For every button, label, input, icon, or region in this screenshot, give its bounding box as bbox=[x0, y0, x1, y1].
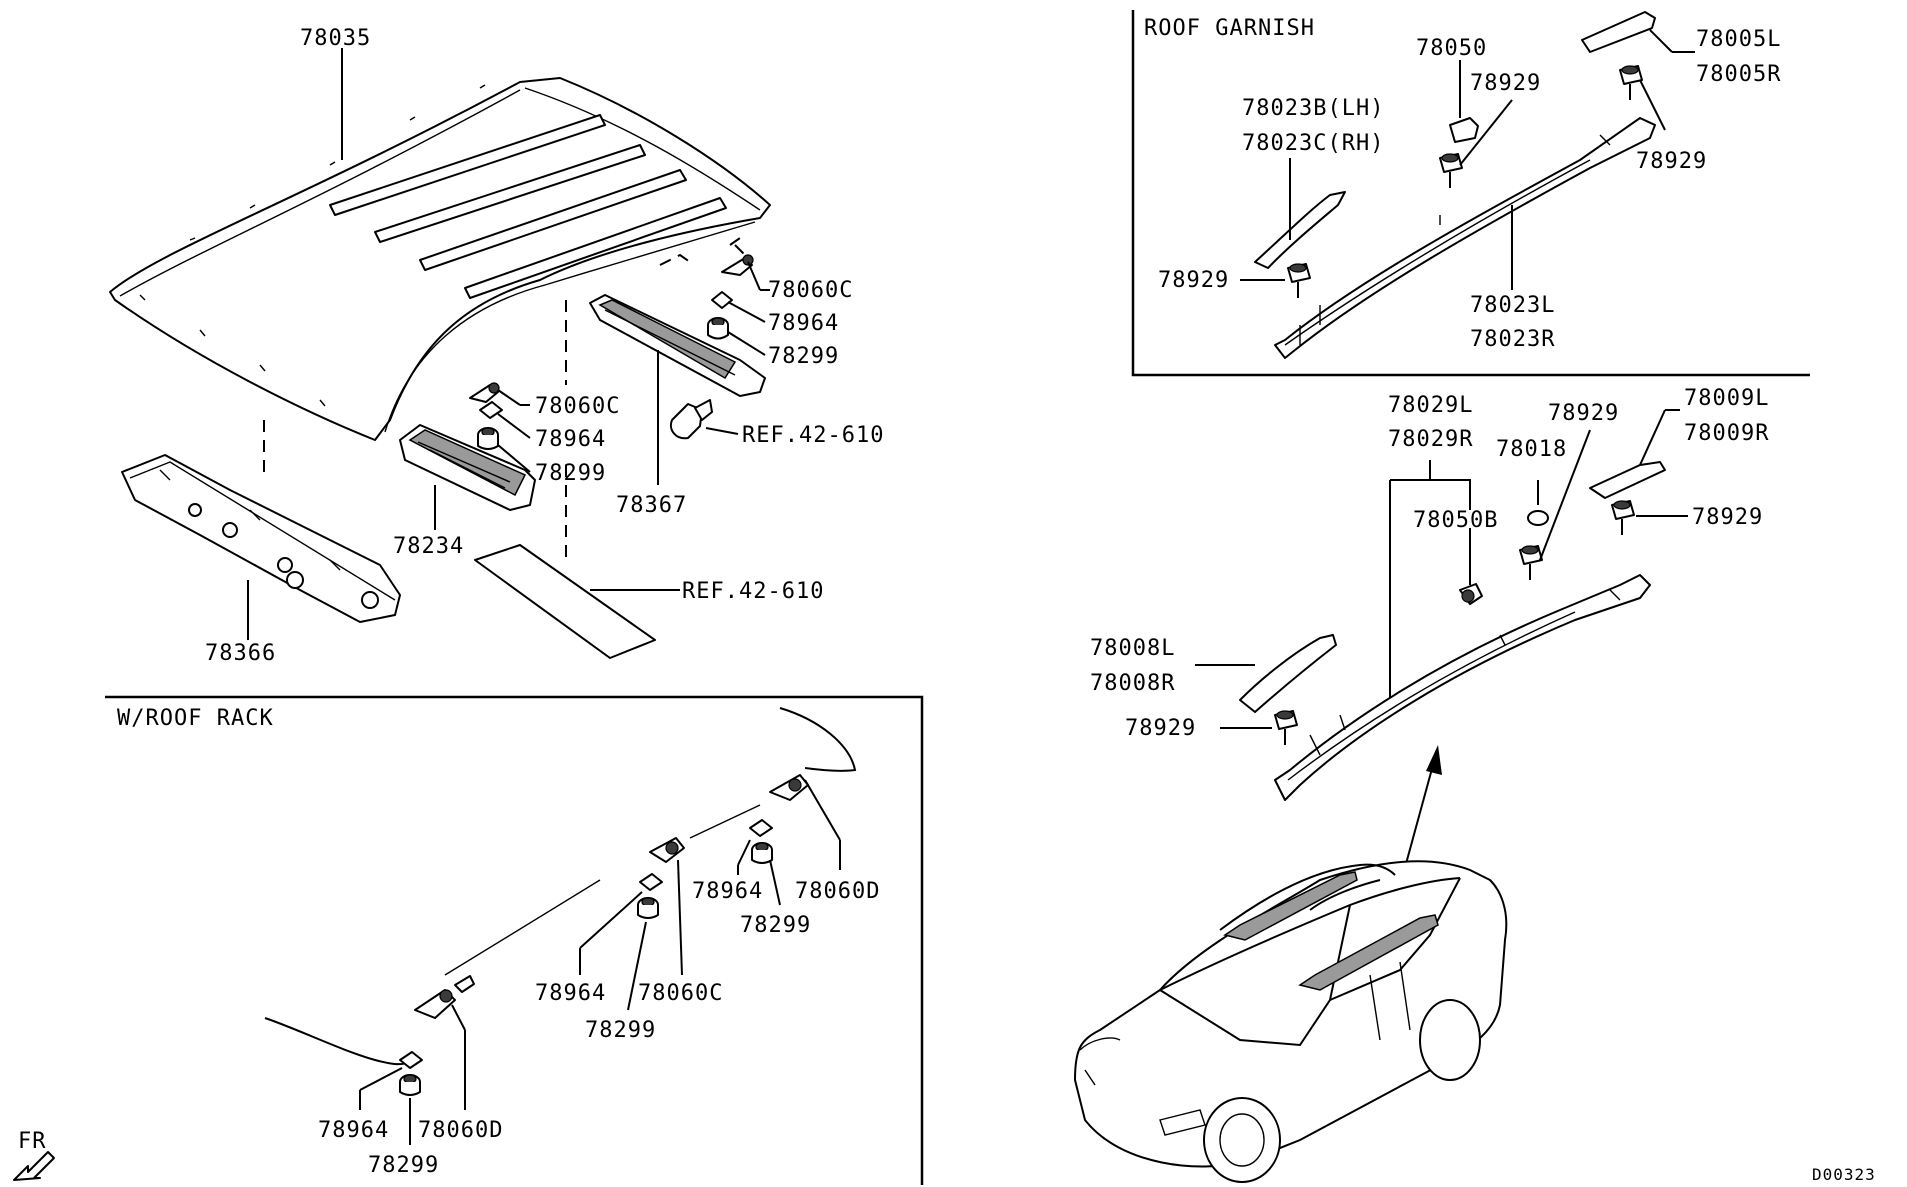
label-78929-garnish-b: 78929 bbox=[1636, 149, 1707, 174]
label-78008r: 78008R bbox=[1090, 671, 1175, 696]
label-78023r: 78023R bbox=[1470, 327, 1555, 352]
ref-sheet-part bbox=[474, 544, 656, 659]
roof-panel-78035 bbox=[109, 77, 771, 441]
label-78929-rack-a: 78929 bbox=[1548, 401, 1619, 426]
label-78367: 78367 bbox=[616, 493, 687, 518]
front-roof-header-78366 bbox=[121, 454, 401, 623]
nut-78299-rack-middle bbox=[637, 897, 659, 919]
plate-78964-rack-middle bbox=[639, 873, 663, 891]
title-roof-rack: W/ROOF RACK bbox=[117, 706, 274, 731]
label-78964-rack-middle: 78964 bbox=[535, 981, 606, 1006]
end-cap-78005 bbox=[1581, 11, 1656, 53]
label-78964-middle: 78964 bbox=[535, 427, 606, 452]
cover-78009 bbox=[1589, 461, 1666, 499]
label-78299-upper: 78299 bbox=[768, 344, 839, 369]
label-78023b: 78023B(LH) bbox=[1242, 96, 1384, 121]
screw-78929-rack-c bbox=[1274, 710, 1298, 745]
label-78929-rack-b: 78929 bbox=[1692, 505, 1763, 530]
plate-78964-upper bbox=[711, 291, 733, 309]
label-78366: 78366 bbox=[205, 641, 276, 666]
label-78050: 78050 bbox=[1416, 36, 1487, 61]
label-78060d-upper: 78060D bbox=[795, 879, 880, 904]
label-78009l: 78009L bbox=[1684, 386, 1769, 411]
label-78005l: 78005L bbox=[1696, 27, 1781, 52]
nut-78299-middle bbox=[477, 427, 499, 450]
label-ref-upper: REF.42-610 bbox=[742, 423, 884, 448]
label-78023c: 78023C(RH) bbox=[1242, 131, 1384, 156]
label-78929-rack-c: 78929 bbox=[1125, 716, 1196, 741]
clip-78060c-middle bbox=[469, 382, 500, 403]
diagram-id: D00323 bbox=[1812, 1165, 1876, 1184]
nut-78299-upper bbox=[707, 317, 729, 340]
roof-rack-outline bbox=[264, 707, 857, 1066]
label-78964-rack-upper: 78964 bbox=[692, 879, 763, 904]
label-78060d-lower: 78060D bbox=[418, 1118, 503, 1143]
label-78299-middle: 78299 bbox=[535, 461, 606, 486]
nut-78299-rack-lower bbox=[399, 1074, 421, 1096]
label-78929-garnish-a: 78929 bbox=[1470, 71, 1541, 96]
label-78035: 78035 bbox=[300, 26, 371, 51]
label-78029l: 78029L bbox=[1388, 393, 1473, 418]
label-78060c-middle: 78060C bbox=[535, 394, 620, 419]
label-78060c-rack: 78060C bbox=[638, 981, 723, 1006]
clip-78050b bbox=[1459, 583, 1483, 605]
screw-78929-garnish-c bbox=[1287, 263, 1311, 298]
plate-78964-rack-upper bbox=[749, 819, 773, 837]
nut-78299-rack-upper bbox=[751, 842, 773, 864]
roof-rail-78023 bbox=[1274, 117, 1656, 359]
label-78023l: 78023L bbox=[1470, 293, 1555, 318]
screw-78929-garnish-b bbox=[1619, 65, 1643, 100]
label-78234: 78234 bbox=[393, 534, 464, 559]
clip-78060d-lower bbox=[414, 975, 475, 1019]
label-78299-rack-middle: 78299 bbox=[585, 1018, 656, 1043]
label-78005r: 78005R bbox=[1696, 62, 1781, 87]
clip-78060c-rack bbox=[649, 837, 685, 863]
screw-78929-rack-b bbox=[1611, 500, 1635, 535]
roof-rail-78029 bbox=[1274, 574, 1651, 801]
screw-78929-garnish-a bbox=[1439, 153, 1463, 188]
garnish-78023bc bbox=[1254, 191, 1346, 269]
ref-plug-part bbox=[670, 399, 713, 440]
clip-78060c-upper bbox=[721, 254, 754, 276]
roof-garnish-section-border bbox=[1131, 10, 1810, 377]
label-78050b: 78050B bbox=[1413, 508, 1498, 533]
screw-78929-rack-a bbox=[1519, 545, 1543, 580]
title-roof-garnish: ROOF GARNISH bbox=[1144, 16, 1315, 41]
label-78018: 78018 bbox=[1496, 437, 1567, 462]
fr-label: FR bbox=[18, 1129, 47, 1154]
front-direction-marker: FR bbox=[13, 1129, 55, 1181]
clip-78050 bbox=[1449, 117, 1479, 143]
label-78964-upper: 78964 bbox=[768, 311, 839, 336]
label-78029r: 78029R bbox=[1388, 427, 1473, 452]
label-78299-rack-lower: 78299 bbox=[368, 1153, 439, 1178]
cover-78008 bbox=[1239, 634, 1337, 713]
plate-78964-middle bbox=[479, 401, 503, 419]
label-78060c-upper: 78060C bbox=[768, 278, 853, 303]
label-78964-rack-lower: 78964 bbox=[318, 1118, 389, 1143]
label-78009r: 78009R bbox=[1684, 421, 1769, 446]
vehicle-illustration bbox=[1074, 860, 1508, 1183]
roof-rack-section-border bbox=[105, 695, 924, 1185]
roof-bow-78367 bbox=[589, 294, 766, 397]
clip-78060d-upper bbox=[769, 774, 809, 801]
plug-78018 bbox=[1527, 510, 1549, 526]
label-ref-lower: REF.42-610 bbox=[682, 579, 824, 604]
plate-78964-rack-lower bbox=[399, 1051, 423, 1069]
label-78299-rack-upper: 78299 bbox=[740, 913, 811, 938]
label-78008l: 78008L bbox=[1090, 636, 1175, 661]
label-78929-garnish-c: 78929 bbox=[1158, 268, 1229, 293]
roof-bow-78234 bbox=[399, 424, 536, 511]
